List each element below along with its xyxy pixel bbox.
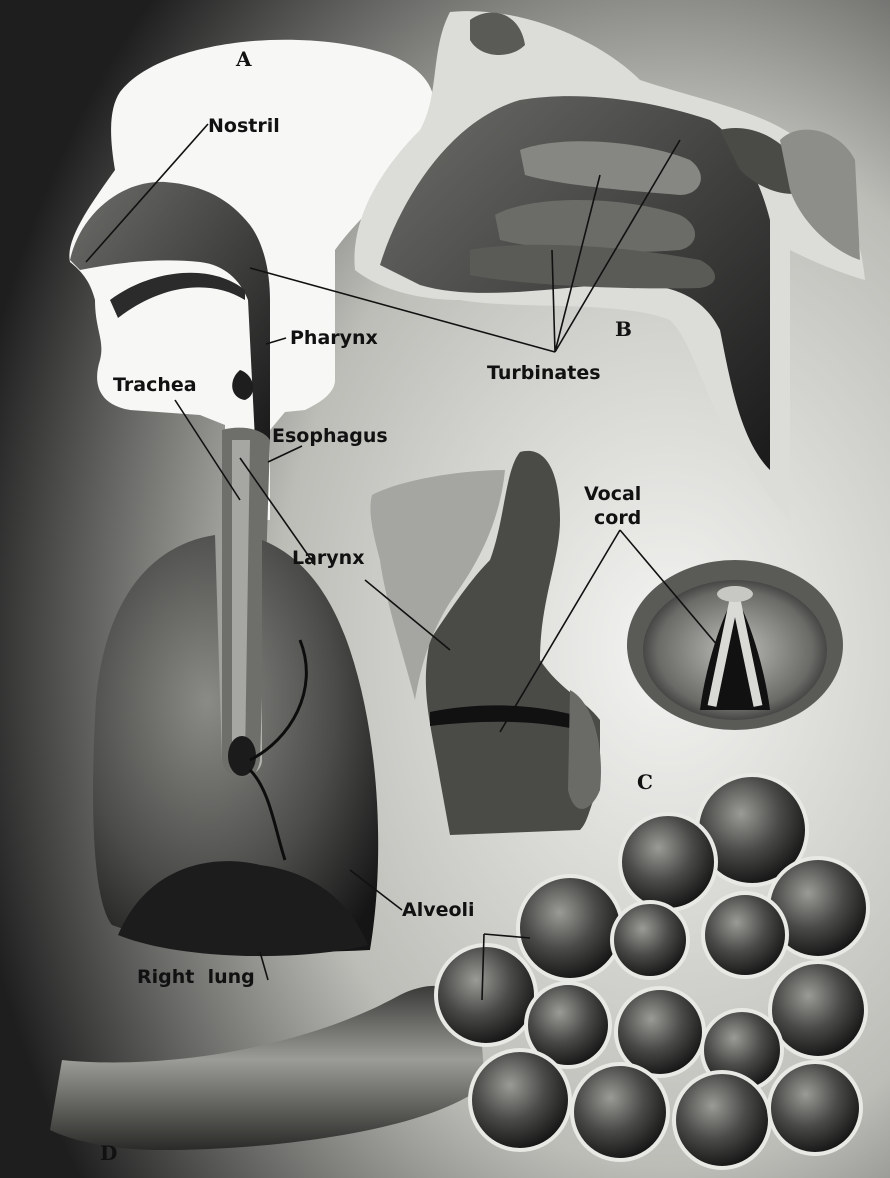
- label-vocal-cord-line2: cord: [594, 507, 641, 529]
- label-alveoli: Alveoli: [402, 899, 475, 921]
- panel-label-a: A: [235, 47, 252, 71]
- panel-label-c: C: [637, 770, 653, 794]
- panel-label-d: D: [100, 1141, 117, 1165]
- label-pharynx: Pharynx: [290, 327, 378, 349]
- label-esophagus: Esophagus: [272, 425, 388, 447]
- label-nostril: Nostril: [208, 115, 280, 137]
- label-right-lung: Right lung: [137, 966, 255, 988]
- panel-label-b: B: [615, 317, 632, 341]
- label-vocal-cord-line1: Vocal: [584, 483, 641, 505]
- label-larynx: Larynx: [292, 547, 364, 569]
- label-turbinates: Turbinates: [487, 362, 601, 384]
- label-trachea: Trachea: [113, 374, 197, 396]
- vocal-cord-view: [627, 560, 843, 730]
